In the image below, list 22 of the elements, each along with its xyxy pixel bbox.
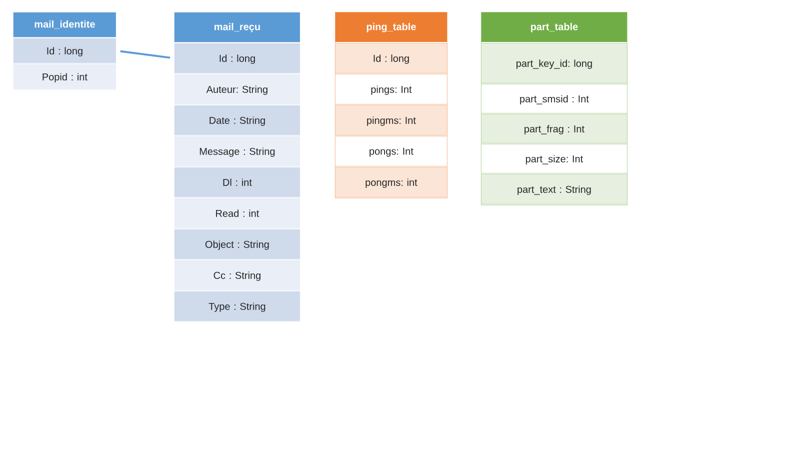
- table-row: part_size: Int: [481, 144, 628, 174]
- table-row: Cc : String: [174, 260, 300, 290]
- connector-line: [120, 50, 170, 59]
- table-row: pongs: Int: [335, 136, 448, 166]
- table-row: part_smsid : Int: [481, 84, 628, 114]
- table-row: pings: Int: [335, 74, 448, 104]
- table-row: Dl : int: [174, 167, 300, 198]
- table-row: Popid : int: [13, 64, 116, 90]
- table-row: Id : long: [13, 38, 116, 64]
- table-row: part_frag : Int: [481, 114, 628, 144]
- table-row: Read : int: [174, 198, 300, 228]
- table-row: Id : long: [335, 43, 448, 74]
- table-row: Object : String: [174, 229, 300, 260]
- table-row: Date : String: [174, 105, 300, 136]
- table-row: Id : long: [174, 43, 300, 74]
- table-row: pongms: int: [335, 167, 448, 198]
- table-row: Message : String: [174, 136, 300, 166]
- table-row: Type : String: [174, 291, 300, 322]
- table-row: part_text : String: [481, 174, 628, 204]
- table-row: part_key_id: long: [481, 43, 628, 84]
- table-row: Auteur: String: [174, 74, 300, 104]
- table-row: pingms: Int: [335, 105, 448, 136]
